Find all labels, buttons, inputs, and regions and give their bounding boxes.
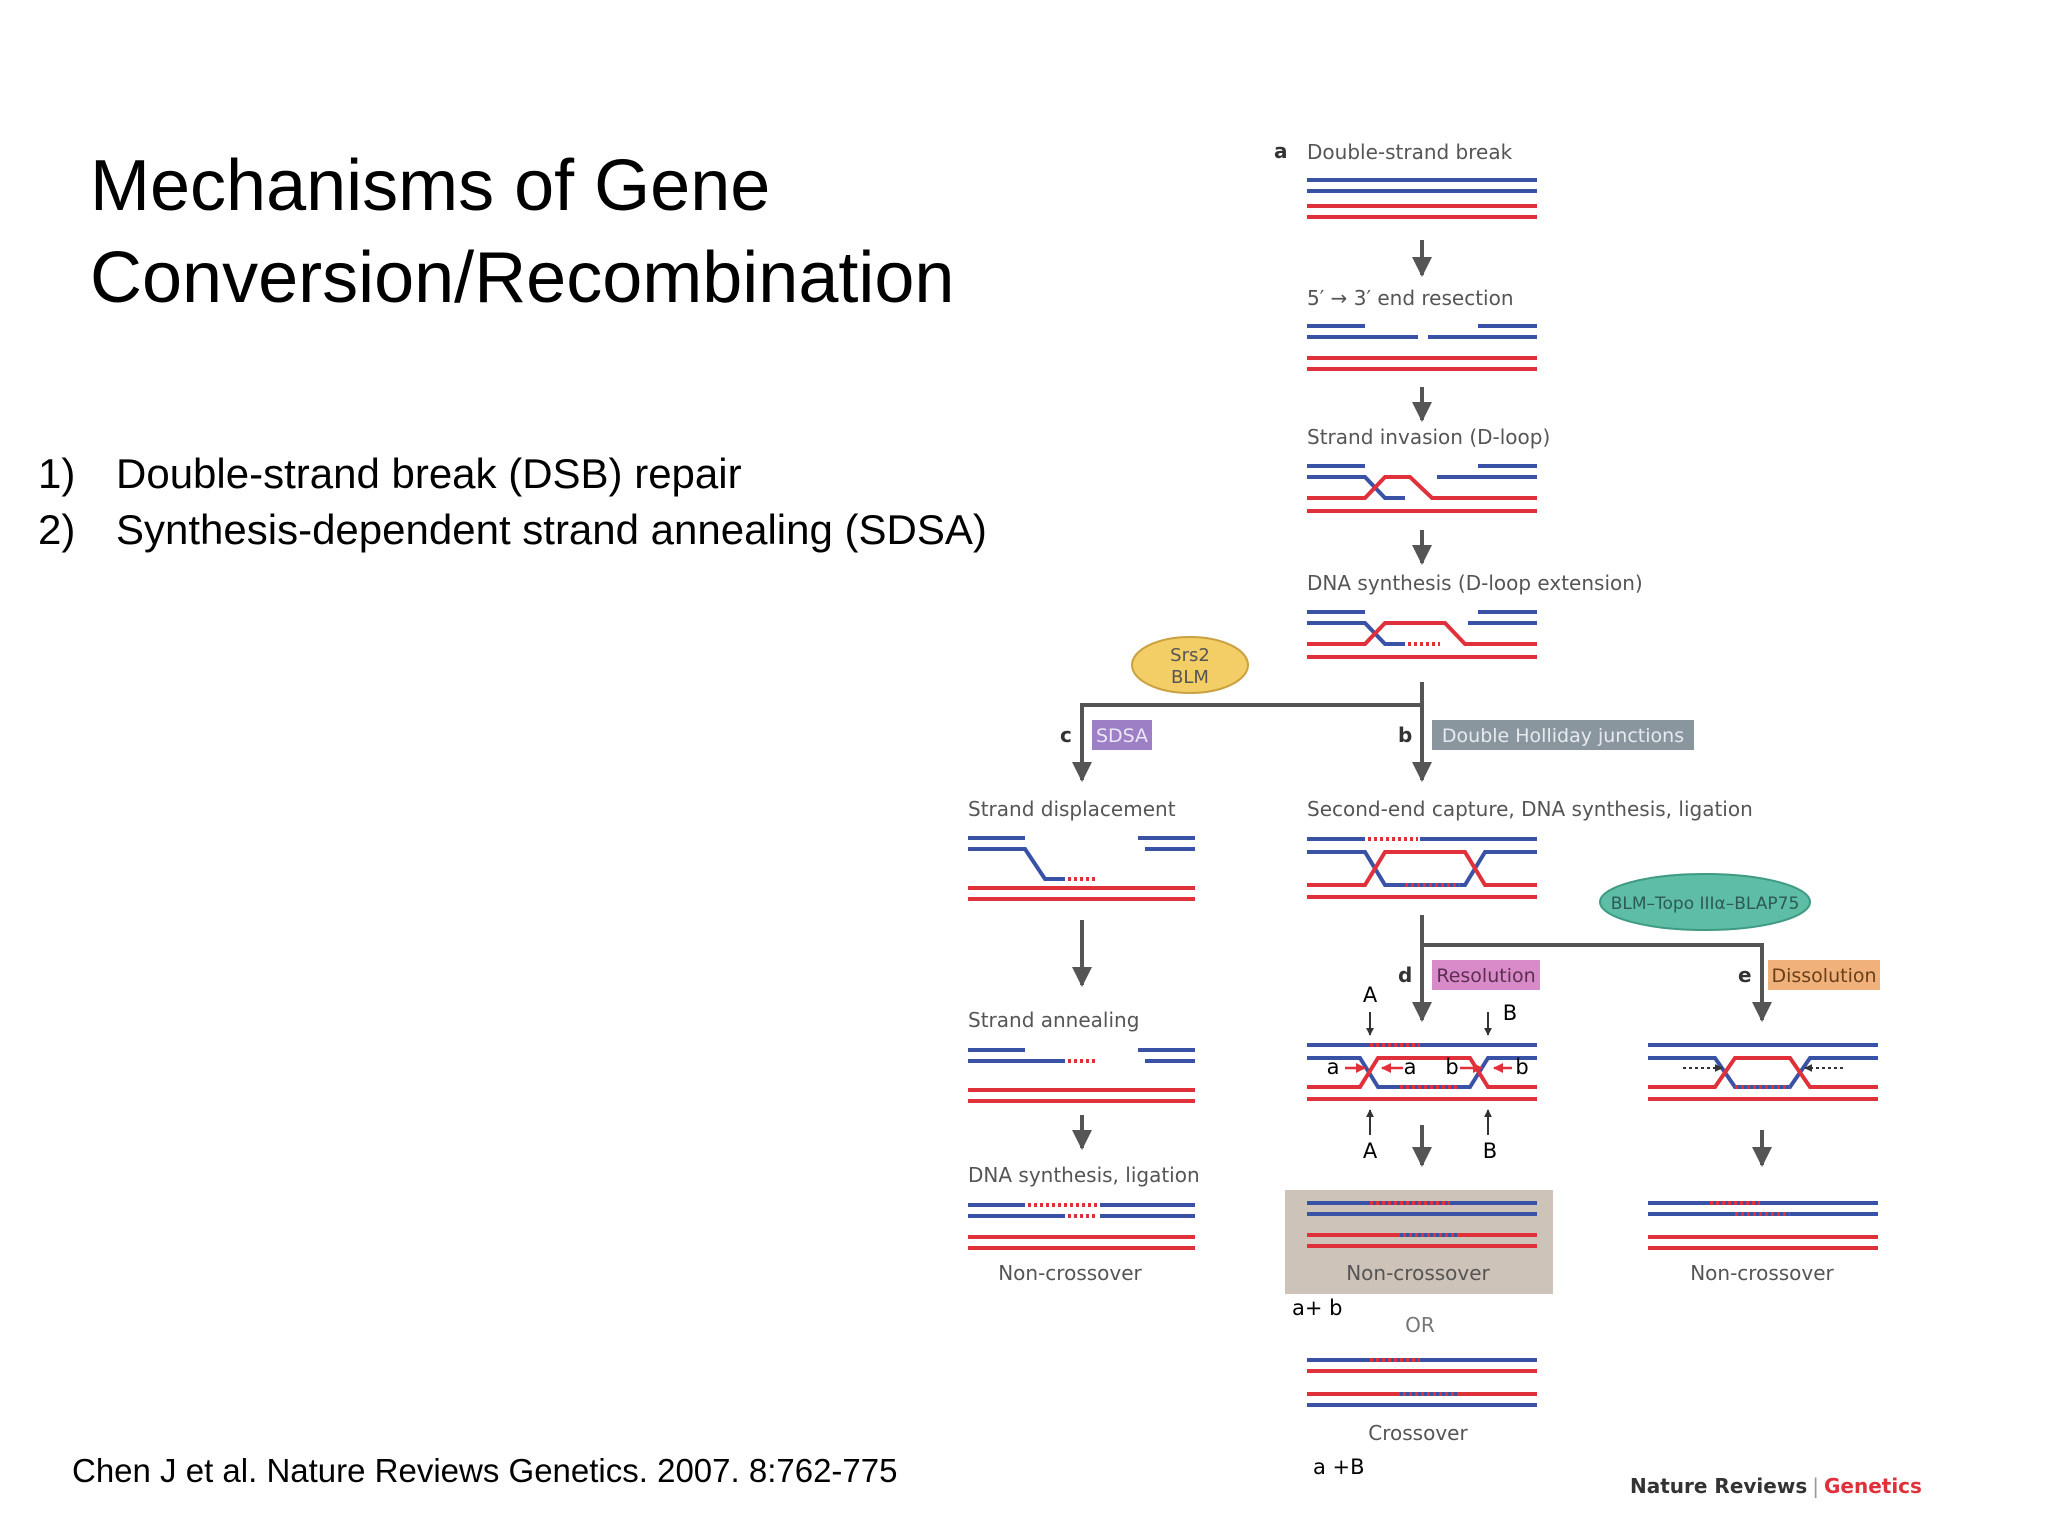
- journal-name: Genetics: [1824, 1474, 1922, 1498]
- blm-topo-protein: [1599, 873, 1811, 931]
- list-text: Double-strand break (DSB) repair: [116, 450, 742, 497]
- panel-letter-d: d: [1398, 963, 1412, 987]
- annotation-a-left: a: [1327, 1055, 1340, 1079]
- sdsa-label: SDSA: [1096, 725, 1148, 747]
- journal-brand-name: Nature Reviews: [1630, 1474, 1807, 1498]
- sdsa-outcome-label: Non-crossover: [998, 1261, 1142, 1285]
- co-genotype: a +B: [1313, 1455, 1365, 1479]
- sdsa-box: [1092, 720, 1152, 750]
- list-item: 1) Double-strand break (DSB) repair: [38, 446, 987, 502]
- citation: Chen J et al. Nature Reviews Genetics. 2…: [72, 1452, 898, 1489]
- panel-letter-c: c: [1060, 723, 1072, 747]
- step-second-end-label: Second-end capture, DNA synthesis, ligat…: [1307, 797, 1753, 821]
- list-item: 2) Synthesis-dependent strand annealing (…: [38, 502, 987, 558]
- dna-strand: [1307, 621, 1405, 646]
- step-resection-label: 5′ → 3′ end resection: [1307, 286, 1514, 310]
- journal-brand: Nature Reviews|Genetics: [1630, 1474, 1922, 1498]
- dna-strand: [1307, 621, 1537, 646]
- srs2-label: Srs2: [1170, 645, 1210, 666]
- dna-strand: [1648, 1056, 1878, 1089]
- blm-topo-label: BLM–Topo IIIα–BLAP75: [1611, 894, 1800, 914]
- dna-strand: [1648, 1056, 1878, 1089]
- list-number: 2): [38, 506, 76, 553]
- annotation-a-mid: a: [1404, 1055, 1417, 1079]
- dissolution-nco-label: Non-crossover: [1690, 1261, 1834, 1285]
- dna-strand: [968, 847, 1065, 881]
- panel-letter-a: a: [1274, 139, 1288, 163]
- dna-strand: [1307, 1056, 1537, 1089]
- title-line-1: Mechanisms of Gene: [90, 146, 771, 226]
- step-sdsa-synthesis-label: DNA synthesis, ligation: [968, 1163, 1200, 1187]
- flow-arrow: [1422, 943, 1772, 1022]
- dissolution-box: [1768, 960, 1880, 990]
- list-number: 1): [38, 450, 76, 497]
- step-invasion-label: Strand invasion (D-loop): [1307, 425, 1550, 449]
- annotation-b-mid: b: [1445, 1055, 1458, 1079]
- annotation-A-bottom: A: [1363, 1139, 1378, 1163]
- highlight-box: [1285, 1190, 1553, 1294]
- or-label: OR: [1405, 1313, 1435, 1337]
- blm-label: BLM: [1171, 667, 1209, 688]
- dna-strand: [1307, 475, 1537, 500]
- dna-strand: [1307, 475, 1405, 500]
- flow-arrow: [1072, 703, 1422, 782]
- dhj-label: Double Holliday junctions: [1442, 725, 1684, 747]
- annotation-B-bottom: B: [1483, 1139, 1497, 1163]
- crossover-label: Crossover: [1368, 1421, 1468, 1445]
- slide-title: Mechanisms of Gene Conversion/Recombinat…: [90, 140, 954, 324]
- mechanism-list: 1) Double-strand break (DSB) repair 2) Syn…: [38, 446, 987, 558]
- srs2-blm-protein: [1131, 636, 1249, 694]
- journal-separator: |: [1812, 1474, 1819, 1498]
- step-annealing-label: Strand annealing: [968, 1008, 1139, 1032]
- dna-strand: [1307, 850, 1537, 887]
- resolution-box: [1432, 960, 1540, 990]
- panel-letter-b: b: [1398, 723, 1412, 747]
- step-displacement-label: Strand displacement: [968, 797, 1176, 821]
- step-dsb-label: Double-strand break: [1307, 140, 1513, 164]
- annotation-B-top: B: [1503, 1001, 1517, 1025]
- resolution-label: Resolution: [1436, 965, 1535, 987]
- step-synthesis-label: DNA synthesis (D-loop extension): [1307, 571, 1643, 595]
- title-line-2: Conversion/Recombination: [90, 238, 955, 318]
- nco-genotype: a+ b: [1292, 1296, 1342, 1320]
- panel-letter-e: e: [1738, 963, 1752, 987]
- dhj-box: [1432, 720, 1694, 750]
- dna-strand: [1307, 1056, 1537, 1089]
- resolution-nco-label: Non-crossover: [1346, 1261, 1490, 1285]
- dissolution-label: Dissolution: [1771, 965, 1876, 987]
- annotation-A-top: A: [1363, 983, 1378, 1007]
- dna-strand: [1307, 850, 1537, 887]
- list-text: Synthesis-dependent strand annealing (SD…: [116, 506, 987, 553]
- annotation-b-right: b: [1515, 1055, 1528, 1079]
